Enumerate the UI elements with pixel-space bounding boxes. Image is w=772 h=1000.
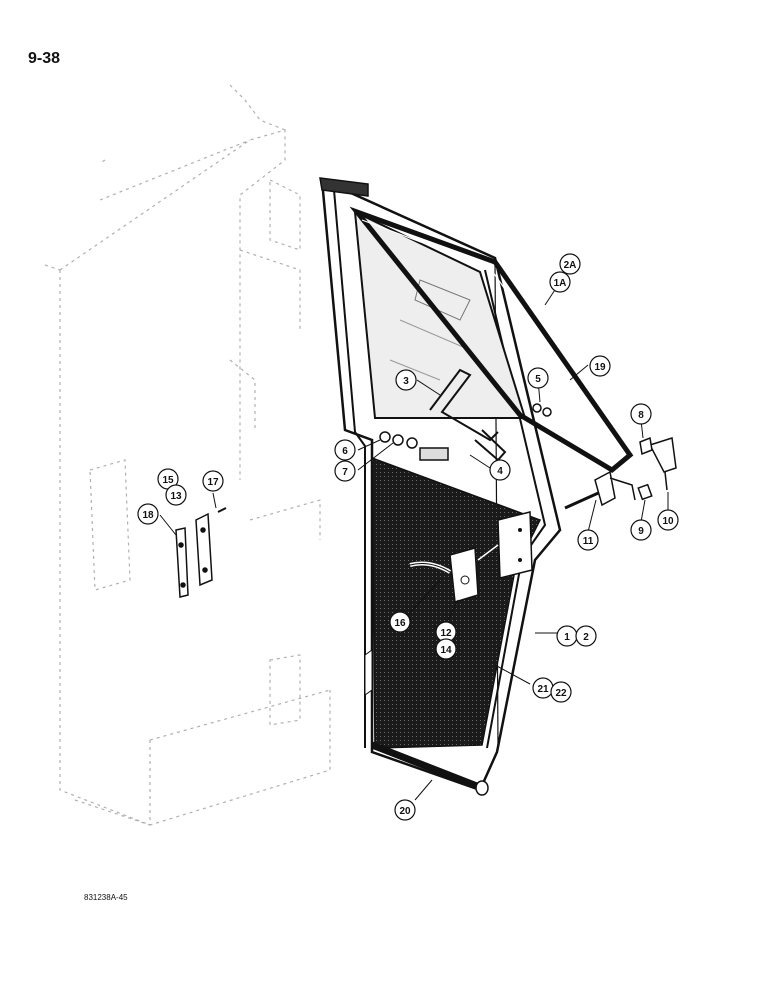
callout-14: 14 xyxy=(435,638,457,660)
callout-5: 5 xyxy=(527,367,549,389)
callout-21: 21 xyxy=(532,677,554,699)
hinge-fittings xyxy=(379,403,552,461)
striker-assembly xyxy=(175,507,227,598)
svg-text:7: 7 xyxy=(342,467,348,478)
svg-text:5: 5 xyxy=(535,374,541,385)
svg-text:14: 14 xyxy=(440,645,452,656)
svg-text:9: 9 xyxy=(638,526,644,537)
callout-1a: 1A xyxy=(549,271,571,293)
callout-17: 17 xyxy=(202,470,224,492)
callout-13: 13 xyxy=(165,484,187,506)
svg-text:20: 20 xyxy=(399,806,411,817)
svg-text:2A: 2A xyxy=(564,260,577,271)
svg-text:11: 11 xyxy=(583,536,594,547)
cab-outline xyxy=(44,84,331,826)
svg-text:2: 2 xyxy=(583,632,589,643)
callout-6: 6 xyxy=(334,439,356,461)
svg-text:19: 19 xyxy=(594,362,606,373)
callout-7: 7 xyxy=(334,460,356,482)
svg-text:16: 16 xyxy=(394,618,406,629)
svg-text:1A: 1A xyxy=(554,278,567,289)
svg-text:22: 22 xyxy=(555,688,567,699)
callout-9: 9 xyxy=(630,519,652,541)
callout-3: 3 xyxy=(395,369,417,391)
grab-handle xyxy=(429,368,507,462)
callout-1: 1 xyxy=(556,625,578,647)
callout-10: 10 xyxy=(657,509,679,531)
svg-text:13: 13 xyxy=(170,491,182,502)
callout-2a: 2A xyxy=(559,253,581,275)
callout-18: 18 xyxy=(137,503,159,525)
callout-16: 16 xyxy=(389,611,411,633)
svg-text:6: 6 xyxy=(342,446,348,457)
callout-11: 11 xyxy=(577,529,599,551)
svg-text:17: 17 xyxy=(207,477,219,488)
callout-19: 19 xyxy=(589,355,611,377)
callout-22: 22 xyxy=(550,681,572,703)
callout-20: 20 xyxy=(394,799,416,821)
svg-text:18: 18 xyxy=(142,510,154,521)
page-number: 9-38 xyxy=(28,50,61,67)
svg-text:15: 15 xyxy=(162,475,174,486)
latch-assembly xyxy=(409,511,533,603)
svg-text:10: 10 xyxy=(662,516,674,527)
svg-text:12: 12 xyxy=(440,628,452,639)
window-seal xyxy=(349,206,634,474)
svg-text:3: 3 xyxy=(403,376,409,387)
bottom-seal xyxy=(370,741,489,796)
callout-4: 4 xyxy=(489,459,511,481)
svg-text:21: 21 xyxy=(537,684,549,695)
callout-2: 2 xyxy=(575,625,597,647)
svg-text:1: 1 xyxy=(564,632,570,643)
svg-text:8: 8 xyxy=(638,410,644,421)
external-handle-parts xyxy=(564,436,677,510)
callout-8: 8 xyxy=(630,403,652,425)
svg-text:4: 4 xyxy=(497,466,503,477)
figure-code: 831238A-45 xyxy=(84,893,128,902)
